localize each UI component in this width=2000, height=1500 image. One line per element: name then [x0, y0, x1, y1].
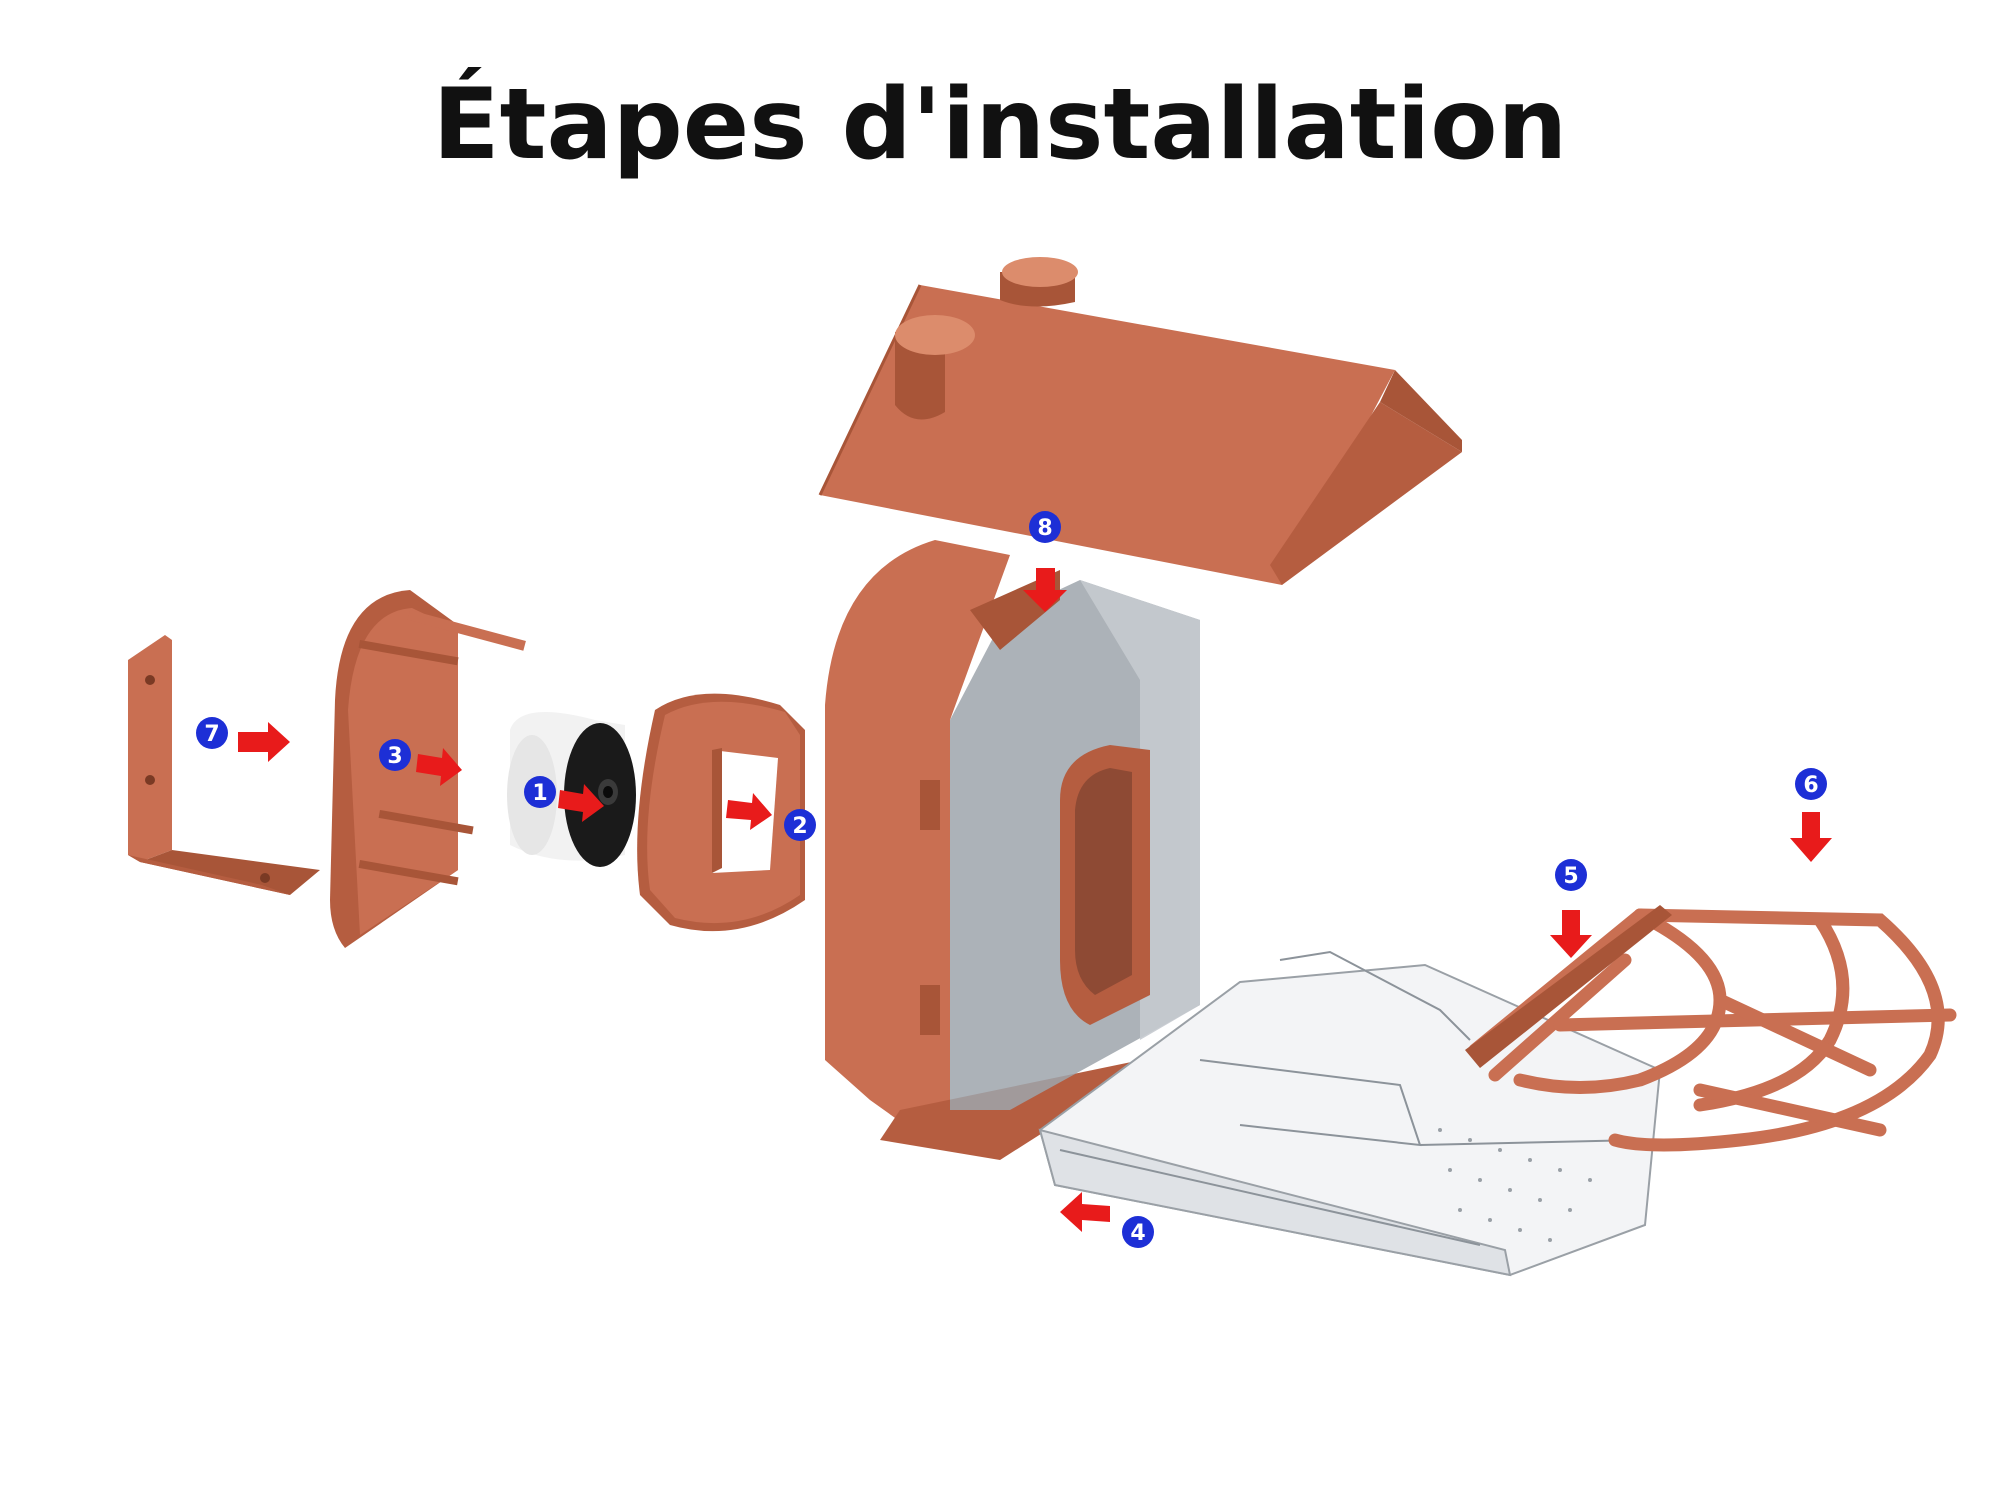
feeder-body-part — [825, 540, 1200, 1160]
step-number: 8 — [1037, 516, 1052, 541]
wall-bracket-part — [128, 635, 320, 895]
step-number: 4 — [1130, 1221, 1145, 1246]
step-number: 7 — [204, 722, 219, 747]
step-number: 6 — [1803, 773, 1818, 798]
camera-ring-part — [637, 693, 805, 932]
perch-part — [1468, 908, 1957, 1152]
arrow-step-2 — [726, 793, 772, 830]
roof-part — [818, 257, 1462, 585]
arrow-step-6 — [1790, 812, 1832, 862]
arrow-step-5 — [1550, 910, 1592, 958]
arrow-step-4 — [1060, 1192, 1110, 1232]
step-badge-4: 4 — [1122, 1216, 1154, 1248]
step-number: 2 — [792, 814, 807, 839]
step-badge-5: 5 — [1555, 859, 1587, 891]
step-number: 3 — [387, 744, 402, 769]
step-number: 1 — [532, 781, 547, 806]
arrow-step-3 — [416, 748, 462, 786]
step-number: 5 — [1563, 864, 1578, 889]
step-badge-7: 7 — [196, 717, 228, 749]
arrow-step-7 — [238, 722, 290, 762]
perch-bar-part — [1465, 905, 1672, 1068]
step-badge-6: 6 — [1795, 768, 1827, 800]
arrow-step-8 — [1023, 568, 1067, 612]
step-badge-8: 8 — [1029, 511, 1061, 543]
arrow-step-1 — [558, 784, 604, 822]
page-title: Étapes d'installation — [432, 68, 1568, 182]
step-badge-3: 3 — [379, 739, 411, 771]
step-badge-2: 2 — [784, 809, 816, 841]
step-badge-1: 1 — [524, 776, 556, 808]
